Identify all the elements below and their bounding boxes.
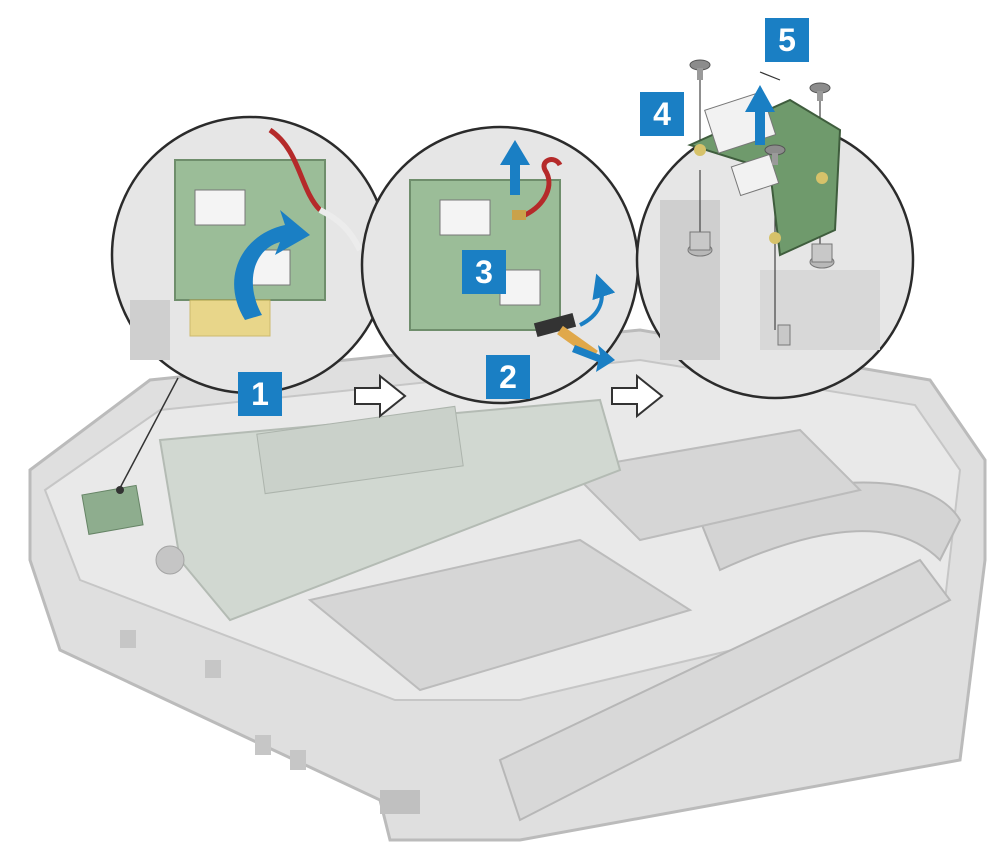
screw-icon (764, 144, 786, 165)
detail-circle-3 (635, 100, 915, 400)
screw-icon (689, 59, 711, 140)
step-badge-1: 1 (238, 372, 282, 416)
curved-arrow-icon (234, 210, 310, 320)
step-badge-4: 4 (640, 92, 684, 136)
up-arrow-icon (500, 140, 530, 195)
curved-arrow-icon (579, 273, 616, 327)
lifted-board (687, 71, 842, 257)
callout-line (119, 377, 179, 489)
step-badge-3: 3 (462, 250, 506, 294)
screw-icon (809, 82, 831, 101)
laptop-chassis (28, 328, 987, 842)
fpc-pull-arrow-icon (572, 345, 615, 372)
detail-circle-1 (110, 115, 390, 395)
callout-dot (116, 486, 124, 494)
flow-arrow-icon (354, 373, 407, 419)
step-badge-2: 2 (486, 355, 530, 399)
step-badge-5: 5 (765, 18, 809, 62)
flow-arrow-icon (611, 373, 664, 419)
up-arrow-icon (745, 85, 775, 145)
